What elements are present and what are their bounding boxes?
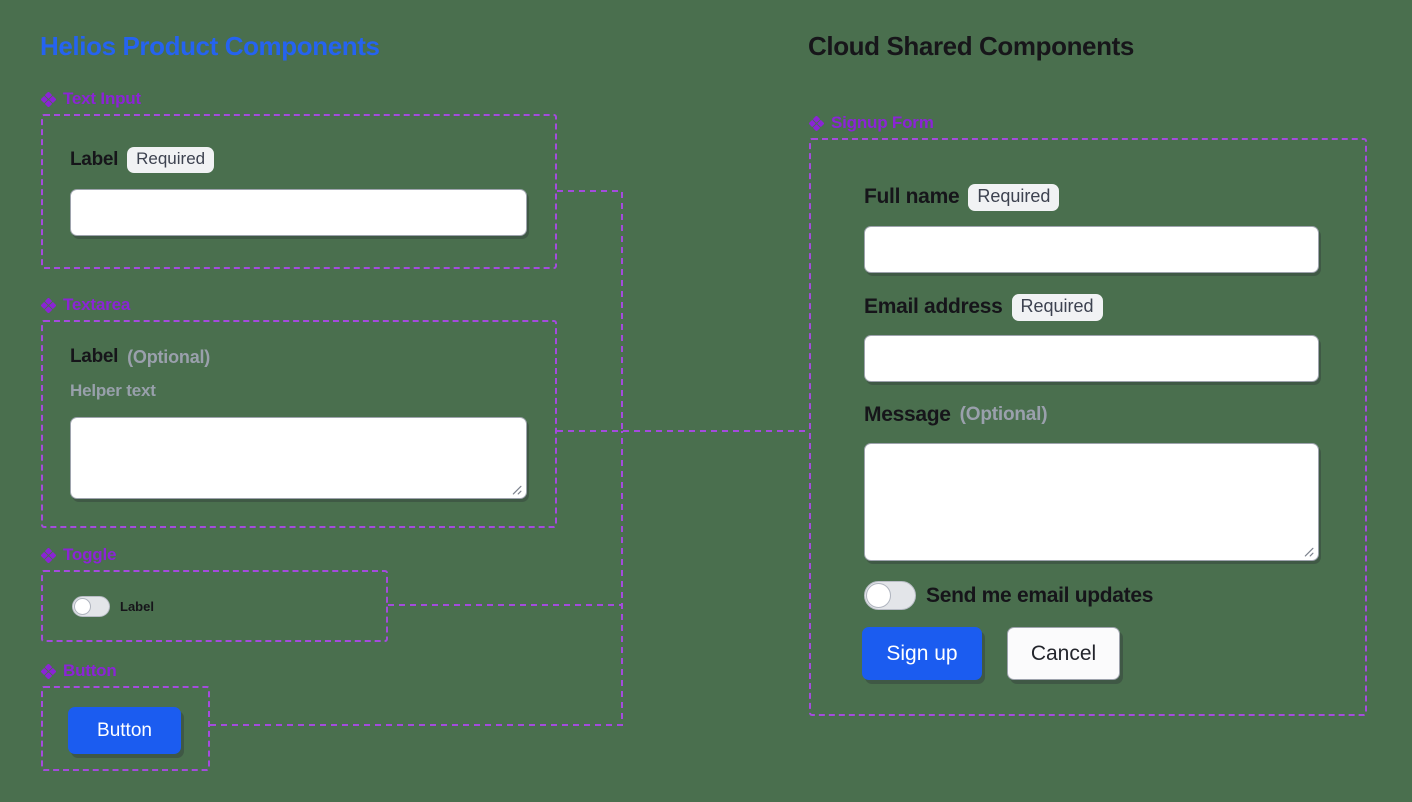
message-optional-tag: (Optional) (959, 404, 1048, 425)
message-textarea[interactable] (864, 443, 1319, 561)
diamond-cluster-icon (809, 115, 824, 131)
text-input-label-row: Label Required (70, 147, 215, 173)
full-name-label: Full name (864, 185, 960, 209)
email-label-row: Email address Required (864, 294, 1103, 321)
diamond-cluster-icon (41, 91, 56, 107)
group-header-text-input: Text Input (41, 89, 141, 109)
text-input-field[interactable] (70, 189, 527, 236)
textarea-label: Label (70, 346, 119, 367)
toggle-label: Label (120, 599, 154, 614)
page-title-left: Helios Product Components (40, 31, 380, 61)
textarea-field[interactable] (70, 417, 527, 499)
group-header-textarea: Textarea (41, 295, 130, 315)
group-header-button: Button (41, 661, 117, 681)
message-label: Message (864, 403, 951, 426)
full-name-required-badge: Required (968, 184, 1060, 211)
diamond-cluster-icon (41, 547, 56, 563)
email-updates-toggle[interactable] (864, 581, 916, 610)
text-input-required-badge: Required (127, 147, 215, 173)
panel-button: Button (41, 686, 210, 771)
resize-handle-icon[interactable] (1301, 544, 1314, 557)
full-name-input[interactable] (864, 226, 1319, 273)
connector-text-input (557, 190, 623, 431)
email-label: Email address (864, 295, 1003, 319)
group-label-toggle: Toggle (63, 545, 117, 564)
group-header-signup-form: Signup Form (809, 113, 934, 133)
group-label-textarea: Textarea (63, 295, 131, 314)
full-name-label-row: Full name Required (864, 184, 1060, 211)
group-header-toggle: Toggle (41, 545, 116, 565)
diamond-cluster-icon (41, 663, 56, 679)
email-updates-label: Send me email updates (926, 583, 1154, 607)
diamond-cluster-icon (41, 297, 56, 313)
email-input[interactable] (864, 335, 1319, 382)
toggle-row: Label (72, 596, 154, 617)
message-label-row: Message (Optional) (864, 403, 1048, 427)
email-required-badge: Required (1011, 294, 1103, 321)
panel-toggle: Label (41, 570, 388, 642)
toggle-switch[interactable] (72, 596, 110, 617)
email-updates-toggle-row: Send me email updates (864, 581, 1153, 610)
cancel-button[interactable]: Cancel (1007, 627, 1120, 680)
page-title-right: Cloud Shared Components (808, 31, 1134, 61)
sign-up-button[interactable]: Sign up (862, 627, 982, 680)
toggle-knob (866, 583, 891, 608)
textarea-optional-tag: (Optional) (127, 346, 211, 367)
panel-signup-form: Full name Required Email address Require… (809, 138, 1367, 716)
textarea-helper-text: Helper text (70, 381, 156, 400)
resize-handle-icon[interactable] (509, 482, 522, 495)
group-label-button: Button (63, 661, 117, 680)
panel-text-input: Label Required (41, 114, 557, 269)
text-input-label: Label (70, 148, 119, 170)
demo-button[interactable]: Button (68, 707, 181, 754)
group-label-signup-form: Signup Form (831, 113, 934, 132)
panel-textarea: Label (Optional) Helper text (41, 320, 557, 528)
textarea-label-row: Label (Optional) (70, 346, 210, 368)
group-label-text-input: Text Input (63, 89, 141, 108)
toggle-knob (74, 598, 91, 615)
